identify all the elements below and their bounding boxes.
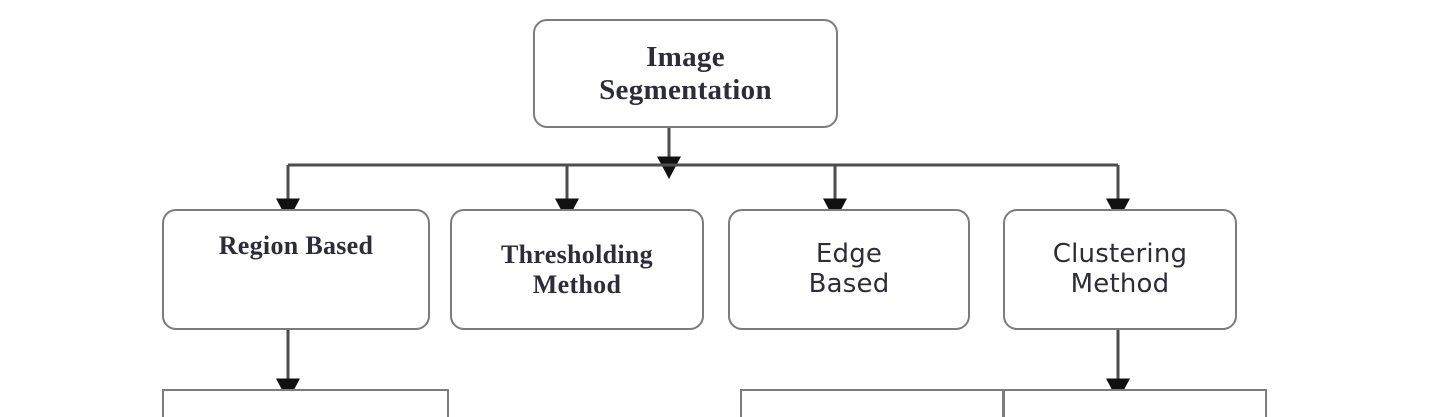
node-thresholding-method[interactable]: Thresholding Method	[450, 209, 704, 330]
node-label: Edge Based	[808, 239, 890, 299]
node-label: Clustering Method	[1052, 239, 1188, 299]
node-region-based[interactable]: Region Based	[162, 209, 430, 330]
node-image-segmentation[interactable]: Image Segmentation	[533, 19, 838, 128]
node-clustering-method[interactable]: Clustering Method	[1003, 209, 1237, 330]
node-label: Thresholding Method	[501, 240, 653, 299]
node-edge-based[interactable]: Edge Based	[728, 209, 970, 330]
node-region-child[interactable]	[162, 389, 449, 417]
node-label: Region Based	[218, 231, 374, 260]
node-cluster-child-left[interactable]	[740, 389, 1004, 417]
node-label: Image Segmentation	[599, 41, 772, 106]
node-cluster-child-right[interactable]	[1003, 389, 1267, 417]
